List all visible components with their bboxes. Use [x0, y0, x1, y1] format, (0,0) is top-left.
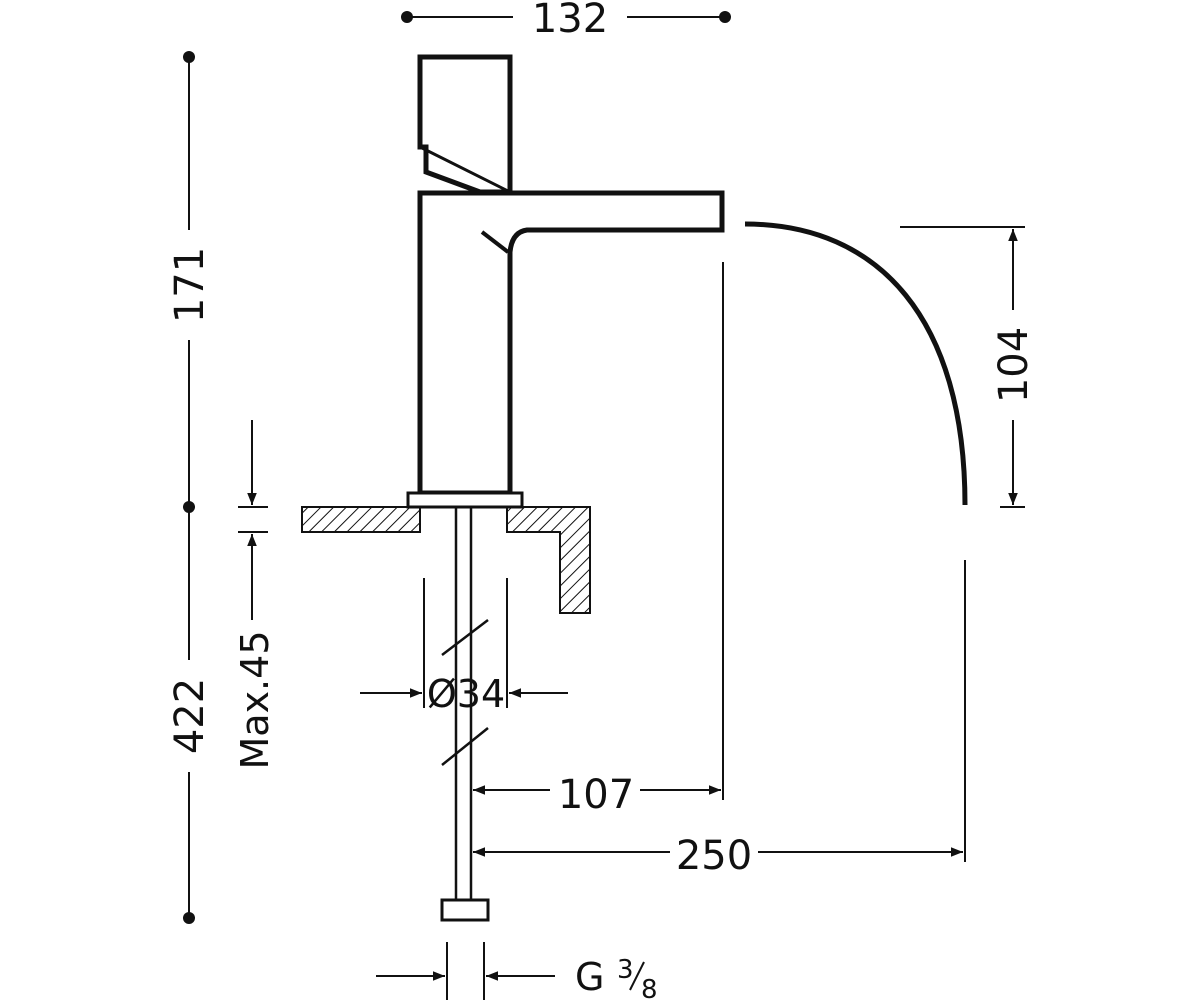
- countertop-left: [301, 506, 421, 533]
- dim-label-250: 250: [676, 833, 752, 879]
- dimension-hole-diameter: Ø34: [360, 578, 568, 716]
- dimension-below-counter: 422: [167, 507, 213, 924]
- dimension-top-width: 132: [401, 0, 731, 42]
- dimension-connection-thread: G 3 8: [376, 942, 658, 1000]
- dim-label-thread-denominator: 8: [641, 975, 658, 1000]
- faucet: [406, 54, 968, 922]
- dimension-max-thickness: Max.45: [233, 420, 277, 770]
- countertop: [301, 506, 591, 614]
- water-stream: [744, 221, 968, 506]
- dimension-stream-height: 104: [900, 226, 1037, 508]
- break-mark-lower: [441, 727, 489, 766]
- handle: [417, 54, 513, 195]
- aerator-detail: [480, 230, 510, 254]
- dimension-stream-reach: 250: [473, 560, 966, 879]
- break-mark-upper: [441, 619, 489, 656]
- dimension-total-height: 171: [167, 51, 213, 513]
- dim-label-422: 422: [167, 678, 213, 754]
- dim-label-132: 132: [532, 0, 608, 42]
- dim-label-104: 104: [991, 327, 1037, 403]
- pipe-connector: [440, 898, 490, 922]
- dim-label-thread-g: G: [575, 955, 604, 999]
- dim-label-max45: Max.45: [233, 631, 277, 770]
- base-plate: [406, 491, 524, 509]
- dim-label-thread-numerator: 3: [617, 955, 634, 985]
- dim-label-diameter: Ø34: [427, 672, 505, 716]
- countertop-right: [506, 506, 591, 614]
- body-and-spout: [417, 190, 725, 496]
- dim-label-107: 107: [558, 772, 634, 818]
- dim-label-171: 171: [167, 247, 213, 323]
- dimension-spout-reach: 107: [473, 262, 724, 818]
